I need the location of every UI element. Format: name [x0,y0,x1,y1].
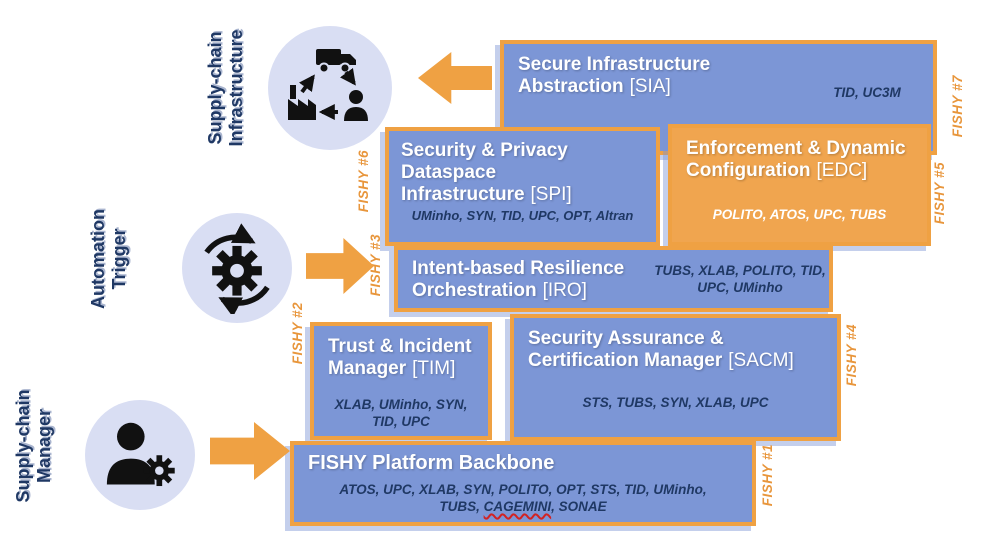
fishy-tag-1: FISHY #1 [760,444,775,507]
actor-label-supply-chain-manager: Supply-chain Manager [13,389,54,503]
fishy-tag-5: FISHY #5 [932,162,947,225]
supply-chain-network-icon [288,49,368,121]
module-backbone-title: FISHY Platform Backbone [308,452,555,474]
person-icon [344,90,368,121]
module-sia-title: Secure Infrastructure Abstraction[SIA] [518,54,711,97]
module-edc-box: Enforcement & Dynamic Configuration[EDC]… [668,124,931,246]
fishy-tag-7: FISHY #7 [950,75,965,138]
factory-icon [288,85,316,120]
module-iro-partners: TUBS, XLAB, POLITO, TID, UPC, UMinho [654,263,826,295]
module-tim-title: Trust & Incident Manager[TIM] [328,336,472,379]
automation-gear-cycle-icon [204,223,270,314]
module-edc-partners: POLITO, ATOS, UPC, TUBS [712,207,887,222]
actor-label-automation-trigger: Automation Trigger [88,209,129,309]
arrow-to-supply-chain-infrastructure [418,52,492,104]
actor-label-supply-chain-infrastructure: Supply-chain Infrastructure [205,29,246,147]
module-sacm-partners: STS, TUBS, SYN, XLAB, UPC [582,395,769,410]
module-spi-partners: UMinho, SYN, TID, UPC, OPT, Altran [411,208,634,223]
manager-person-gear-icon [106,422,175,487]
module-backbone-box: FISHY Platform Backbone ATOS, UPC, XLAB,… [290,441,756,526]
misspelled-partner: CAGEMINI [483,499,552,514]
arrow-from-supply-chain-manager [210,422,290,480]
module-sacm-box: Security Assurance & Certification Manag… [510,314,841,441]
truck-icon [316,49,356,74]
module-iro-title: Intent-based Resilience Orchestration[IR… [412,258,625,301]
module-spi-box: Security & Privacy Dataspace Infrastruct… [385,127,660,246]
cycle-arrows-icon [204,223,270,314]
module-tim-box: Trust & Incident Manager[TIM] XLAB, UMin… [310,322,492,440]
module-tim-partners: XLAB, UMinho, SYN, TID, UPC [334,397,468,429]
gear-icon [143,455,175,487]
actor-circle-supply-chain-manager [85,400,195,510]
module-spi-title: Security & Privacy Dataspace Infrastruct… [401,140,572,205]
module-sacm-title: Security Assurance & Certification Manag… [528,328,794,371]
gear-icon [212,245,262,296]
actor-circle-supply-chain-infrastructure [268,26,392,150]
actor-circle-automation-trigger [182,213,292,323]
fishy-tag-6: FISHY #6 [356,150,371,213]
person-icon [106,422,155,485]
module-backbone-partners: ATOS, UPC, XLAB, SYN, POLITO, OPT, STS, … [339,482,707,514]
fishy-tag-4: FISHY #4 [844,324,859,387]
arrow-from-automation-trigger [306,238,374,294]
module-iro-box: Intent-based Resilience Orchestration[IR… [394,246,833,312]
module-edc-title: Enforcement & Dynamic Configuration[EDC] [686,138,906,181]
module-sia-partners: TID, UC3M [833,85,901,100]
fishy-tag-2: FISHY #2 [290,302,305,365]
